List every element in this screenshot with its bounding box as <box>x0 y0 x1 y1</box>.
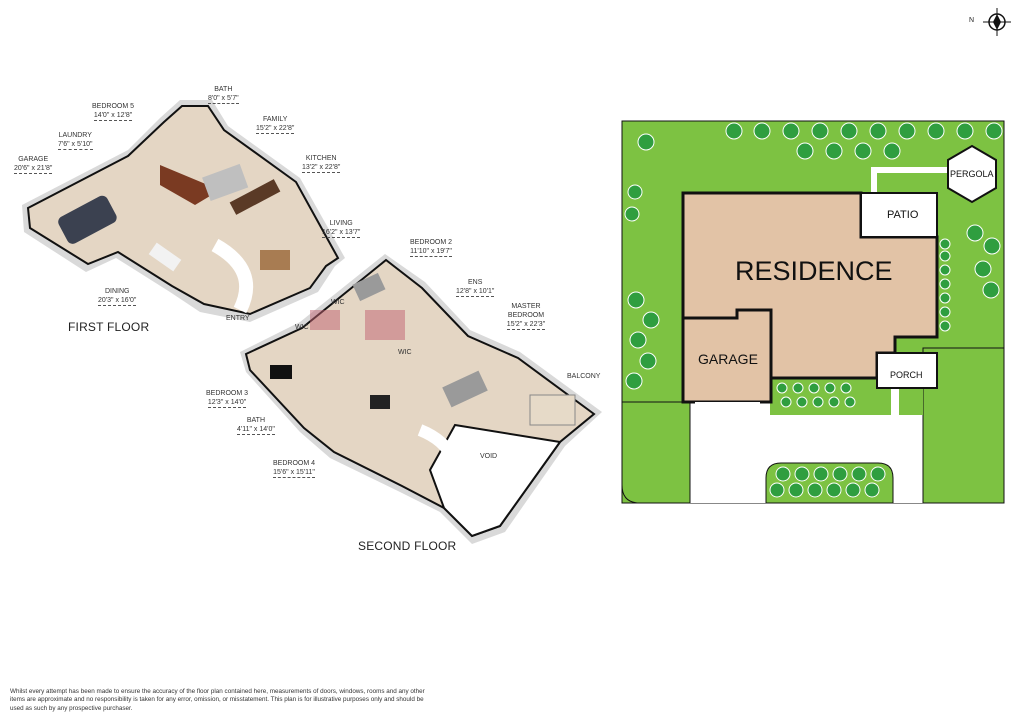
tree-icon <box>870 466 886 482</box>
site-patio-label: PATIO <box>887 209 919 221</box>
tree-icon <box>883 142 901 160</box>
tree-icon <box>625 372 643 390</box>
tree-icon <box>813 466 829 482</box>
tree-icon <box>753 122 771 140</box>
tree-icon <box>939 292 951 304</box>
tree-icon <box>825 142 843 160</box>
tree-icon <box>939 278 951 290</box>
room-label-wic-2: WIC <box>295 324 309 331</box>
tree-icon <box>956 122 974 140</box>
tree-icon <box>824 382 836 394</box>
north-compass-icon <box>983 8 1011 36</box>
room-label-wic-3: WIC <box>398 349 412 356</box>
second-floor-title: SECOND FLOOR <box>358 539 457 553</box>
tree-icon <box>982 281 1000 299</box>
tree-icon <box>983 237 1001 255</box>
disclaimer-text: Whilst every attempt has been made to en… <box>10 688 425 712</box>
tree-icon <box>974 260 992 278</box>
site-porch-label: PORCH <box>890 370 923 380</box>
tree-icon <box>864 482 880 498</box>
tree-icon <box>832 466 848 482</box>
tree-icon <box>792 382 804 394</box>
room-label-balcony: BALCONY <box>567 373 601 380</box>
tree-icon <box>811 122 829 140</box>
room-label-entry: ENTRY <box>226 315 250 322</box>
second-floor-plan <box>240 254 602 544</box>
tree-icon <box>780 396 792 408</box>
tree-icon <box>869 122 887 140</box>
site-pergola-label: PERGOLA <box>950 169 994 179</box>
tree-icon <box>796 396 808 408</box>
tree-icon <box>812 396 824 408</box>
tree-icon <box>840 122 858 140</box>
tree-icon <box>828 396 840 408</box>
tree-icon <box>807 482 823 498</box>
room-label-wic-1: WIC <box>331 299 345 306</box>
tree-icon <box>985 122 1003 140</box>
void-area <box>428 423 562 538</box>
tree-icon <box>966 224 984 242</box>
tree-icon <box>796 142 814 160</box>
tree-icon <box>840 382 852 394</box>
site-residence-label: RESIDENCE <box>735 256 893 286</box>
tree-icon <box>794 466 810 482</box>
tree-icon <box>629 331 647 349</box>
tree-icon <box>627 291 645 309</box>
site-garage-label: GARAGE <box>698 351 758 367</box>
tree-icon <box>775 466 791 482</box>
room-label-void: VOID <box>480 453 498 460</box>
tree-icon <box>939 264 951 276</box>
tree-icon <box>939 320 951 332</box>
tree-icon <box>639 352 657 370</box>
tree-icon <box>782 122 800 140</box>
tree-icon <box>624 206 640 222</box>
tree-icon <box>637 133 655 151</box>
tree-icon <box>826 482 842 498</box>
tree-icon <box>769 482 785 498</box>
tree-icon <box>851 466 867 482</box>
tree-icon <box>939 250 951 262</box>
first-floor-title: FIRST FLOOR <box>68 320 150 334</box>
tree-icon <box>854 142 872 160</box>
tree-icon <box>808 382 820 394</box>
tree-icon <box>927 122 945 140</box>
tree-icon <box>939 238 951 250</box>
tree-icon <box>725 122 743 140</box>
compass-north-label: N <box>969 17 975 24</box>
tree-icon <box>939 306 951 318</box>
tree-icon <box>642 311 660 329</box>
tree-icon <box>627 184 643 200</box>
tree-icon <box>776 382 788 394</box>
tree-icon <box>845 482 861 498</box>
tree-icon <box>844 396 856 408</box>
first-floor-plan <box>22 100 345 322</box>
tree-icon <box>898 122 916 140</box>
tree-icon <box>788 482 804 498</box>
site-plan <box>621 120 1005 504</box>
